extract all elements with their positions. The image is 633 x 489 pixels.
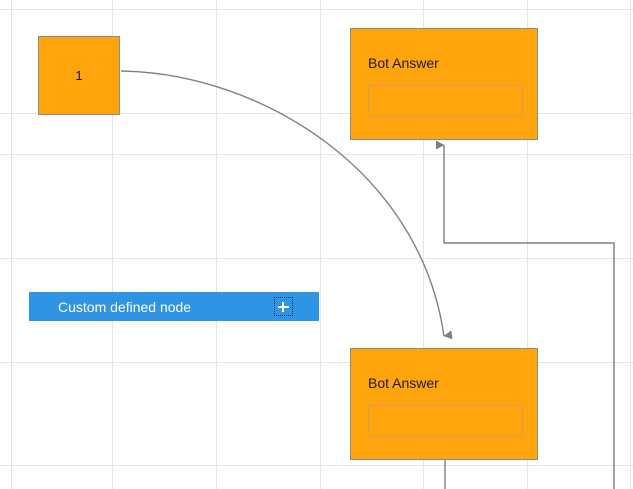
node-bot-answer-bottom[interactable]: Bot Answer <box>350 348 538 460</box>
node-bot-answer-bottom-title: Bot Answer <box>368 375 439 391</box>
node-bot-answer-top[interactable]: Bot Answer <box>350 28 538 140</box>
node-start[interactable]: 1 <box>38 36 120 115</box>
node-bot-answer-top-field[interactable] <box>368 85 523 117</box>
node-start-label: 1 <box>75 68 83 83</box>
node-custom-defined[interactable]: Custom defined node <box>29 292 319 321</box>
plus-icon[interactable] <box>274 297 293 316</box>
connector-bot-answer-bottom-to-top[interactable] <box>436 140 615 489</box>
node-bot-answer-top-title: Bot Answer <box>368 55 439 71</box>
node-bot-answer-bottom-field[interactable] <box>368 405 523 437</box>
node-custom-defined-label: Custom defined node <box>58 298 192 315</box>
connector-start-to-bot-answer-bottom[interactable] <box>120 70 453 340</box>
